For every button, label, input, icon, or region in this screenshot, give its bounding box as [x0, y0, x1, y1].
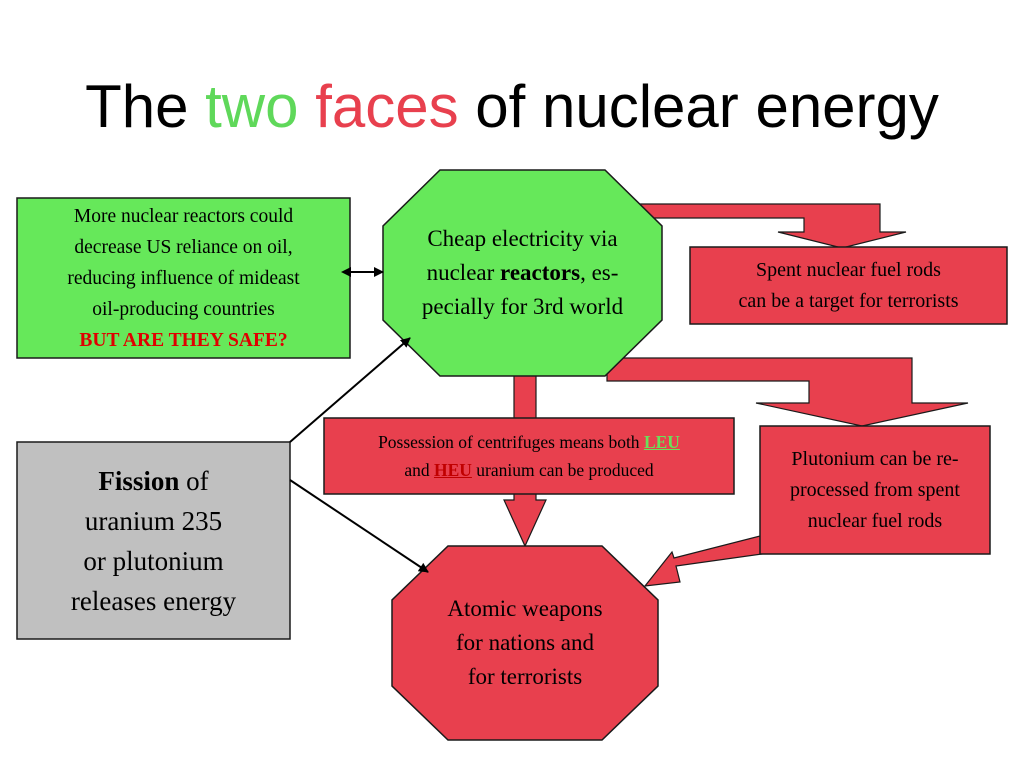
centrifuges-line-1-pre: Possession of centrifuges means both: [378, 432, 644, 452]
centrifuges-line-1: Possession of centrifuges means both LEU: [378, 428, 680, 456]
plutonium-box-bg: [759, 425, 991, 555]
page-title: The two faces of nuclear energy: [0, 72, 1024, 141]
fission-line-1: Fission of: [98, 461, 208, 501]
centrifuges-line-2-pre: and: [404, 460, 434, 480]
electricity-line-2-pre: nuclear: [426, 260, 501, 285]
safety-warning: BUT ARE THEY SAFE?: [79, 329, 288, 351]
atomic-weapons-box: Atomic weapons for nations and for terro…: [392, 566, 658, 720]
oil-box-bg: [16, 197, 351, 359]
plutonium-line-2: processed from spent: [790, 478, 960, 501]
leu-label: LEU: [643, 432, 680, 452]
arrow-fission-to-electricity: [289, 337, 411, 443]
electricity-line-2: nuclear reactors, es-: [427, 256, 619, 290]
oil-line-2: decrease US reliance on oil,: [74, 236, 293, 258]
electricity-line-2-post: , es-: [580, 260, 619, 285]
plutonium-line-3: nuclear fuel rods: [807, 509, 943, 532]
fission-line-3: or plutonium: [83, 545, 224, 576]
fission-box: Fission of uranium 235 or plutonium rele…: [17, 442, 290, 639]
block-arrow-plutonium-to-weapons: [643, 535, 763, 587]
cheap-electricity-box: Cheap electricity via nuclear reactors, …: [383, 192, 662, 354]
spent-fuel-line-2: can be a target for terrorists: [738, 289, 959, 312]
plutonium-box: Plutonium can be re- processed from spen…: [760, 426, 990, 554]
electricity-line-3: pecially for 3rd world: [421, 294, 624, 319]
arrow-fission-to-weapons: [289, 479, 429, 573]
oil-line-1: More nuclear reactors could: [73, 205, 294, 227]
spent-fuel-line-1: Spent nuclear fuel rods: [756, 258, 941, 281]
title-prefix: The: [85, 73, 206, 140]
centrifuges-line-2-post: uranium can be produced: [471, 460, 654, 480]
fission-line-2: uranium 235: [84, 505, 223, 536]
fission-bold: Fission: [98, 465, 180, 496]
title-word-faces: faces: [315, 73, 459, 140]
spent-fuel-box-bg: [689, 246, 1008, 325]
centrifuges-line-2: and HEU uranium can be produced: [404, 456, 653, 484]
weapons-line-2: for nations and: [456, 630, 594, 655]
weapons-line-3: for terrorists: [467, 664, 583, 689]
title-suffix: of nuclear energy: [458, 73, 939, 140]
heu-label: HEU: [433, 460, 472, 480]
oil-line-3: reducing influence of mideast: [67, 267, 300, 289]
fission-line-1-post: of: [179, 465, 209, 496]
title-word-two: two: [205, 73, 299, 140]
electricity-octagon: [382, 169, 663, 377]
fission-box-bg: [16, 441, 291, 640]
centrifuges-box-bg: [323, 417, 735, 495]
block-arrow-to-spent-fuel: [639, 203, 907, 249]
reactors-bold: reactors: [500, 260, 581, 285]
plutonium-line-1: Plutonium can be re-: [791, 447, 959, 470]
electricity-line-1: Cheap electricity via: [427, 226, 618, 251]
centrifuges-box: Possession of centrifuges means both LEU…: [324, 418, 734, 494]
fission-line-4: releases energy: [70, 585, 237, 616]
oil-reliance-box: More nuclear reactors could decrease US …: [17, 198, 350, 358]
weapons-line-1: Atomic weapons: [447, 596, 603, 621]
weapons-octagon: [391, 545, 659, 741]
block-arrow-to-plutonium: [606, 357, 969, 427]
spent-fuel-box: Spent nuclear fuel rods can be a target …: [690, 247, 1007, 324]
oil-line-4: oil-producing countries: [92, 298, 275, 320]
